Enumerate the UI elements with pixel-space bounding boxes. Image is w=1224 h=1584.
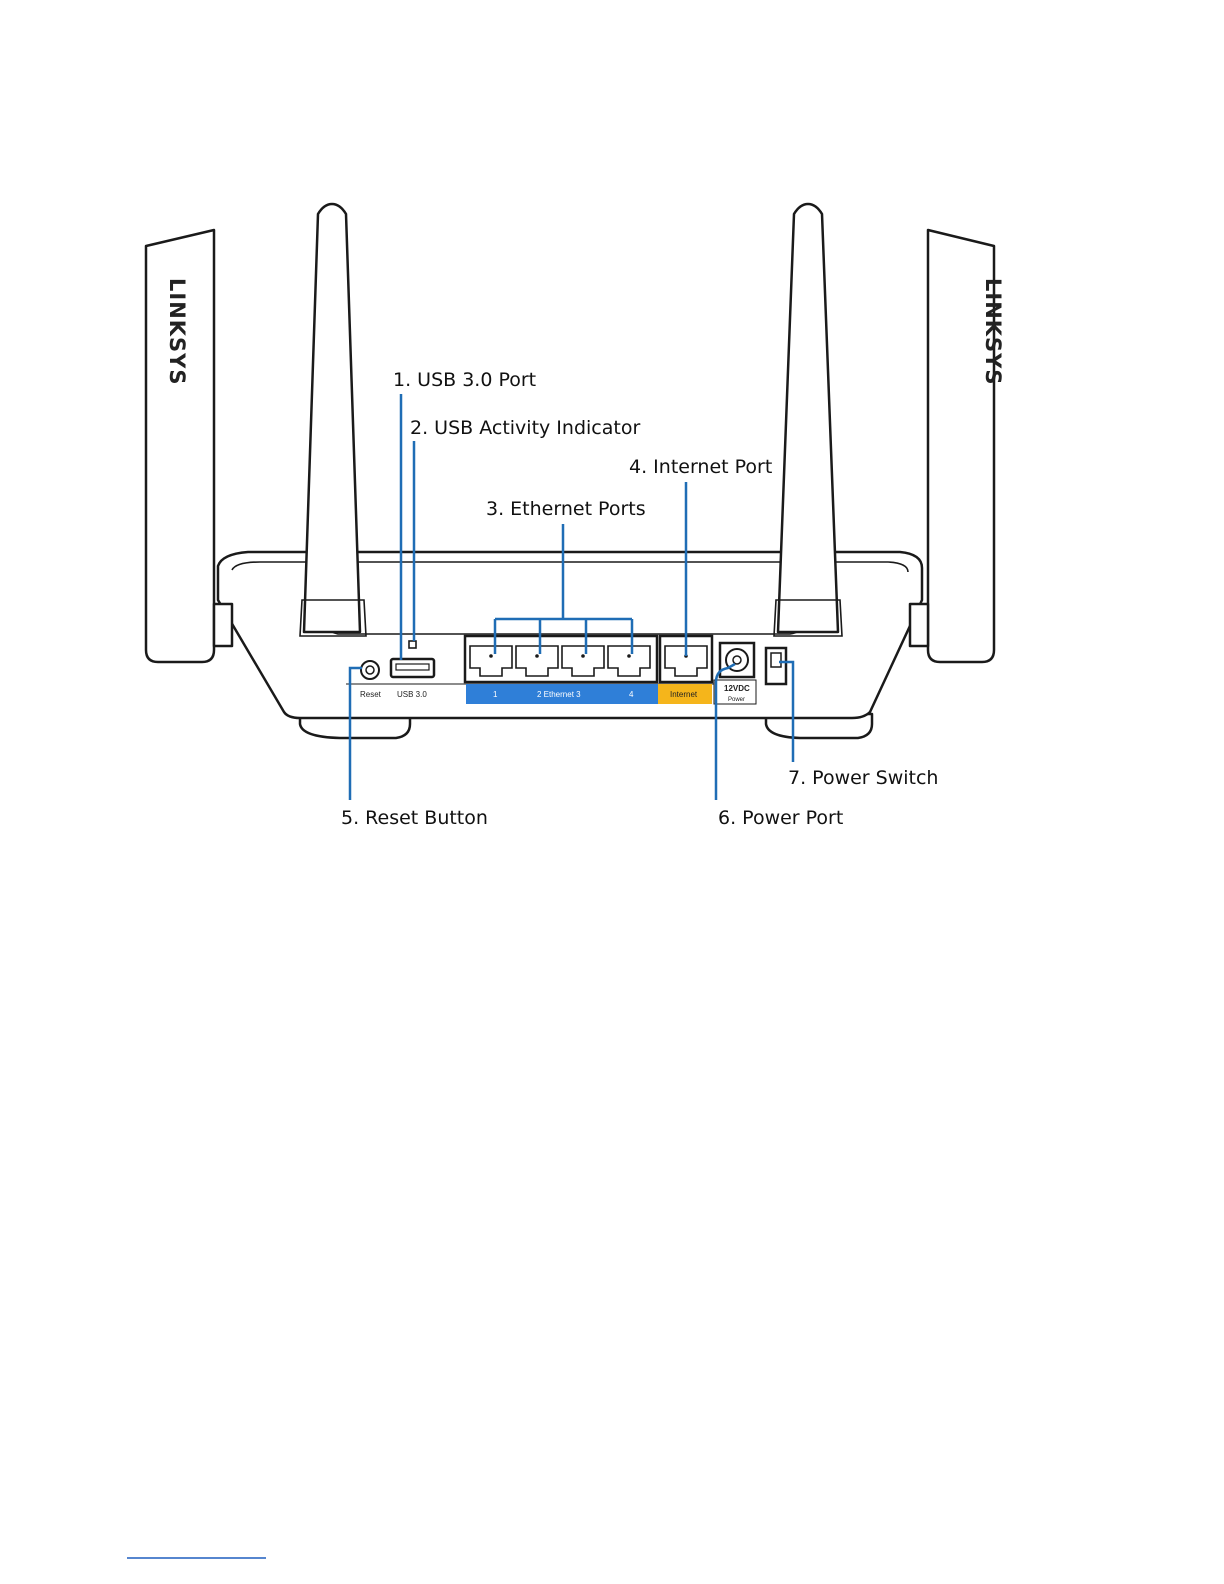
- usb-activity-led-icon: [409, 641, 416, 648]
- callout-usb-port: 1. USB 3.0 Port: [393, 369, 536, 391]
- panel-label-usb: USB 3.0: [397, 690, 427, 699]
- callout-internet-port: 4. Internet Port: [629, 456, 772, 478]
- callout-ethernet-ports: 3. Ethernet Ports: [486, 498, 646, 520]
- power-switch-icon: [771, 653, 781, 667]
- ethernet-port-led-1: [489, 654, 493, 658]
- callout-power-port: 6. Power Port: [718, 807, 843, 829]
- antenna-left-tall: [304, 204, 360, 632]
- ethernet-port-led-4: [627, 654, 631, 658]
- usb-port-tongue: [396, 664, 429, 670]
- antenna-right-tall: [778, 204, 838, 632]
- panel-label-port4: 4: [629, 690, 634, 699]
- antenna-left-flat-hinge: [214, 604, 232, 646]
- panel-label-ethernet: 2 Ethernet 3: [537, 690, 581, 699]
- panel-label-reset: Reset: [360, 690, 382, 699]
- panel-label-power-bottom: Power: [728, 697, 745, 703]
- callout-reset-button: 5. Reset Button: [341, 807, 488, 829]
- brand-left: LINKSYS: [165, 278, 189, 386]
- ethernet-port-led-2: [535, 654, 539, 658]
- callout-usb-activity: 2. USB Activity Indicator: [410, 417, 640, 439]
- callout-power-switch: 7. Power Switch: [788, 767, 938, 789]
- ethernet-port-led-3: [581, 654, 585, 658]
- panel-label-power-top: 12VDC: [724, 684, 750, 693]
- power-port-pin: [733, 656, 741, 664]
- panel-label-port1: 1: [493, 690, 498, 699]
- antenna-right-flat-hinge: [910, 604, 928, 646]
- reset-button-hole: [366, 666, 374, 674]
- panel-label-internet: Internet: [670, 690, 698, 699]
- brand-right: LINKSYS: [981, 278, 1005, 386]
